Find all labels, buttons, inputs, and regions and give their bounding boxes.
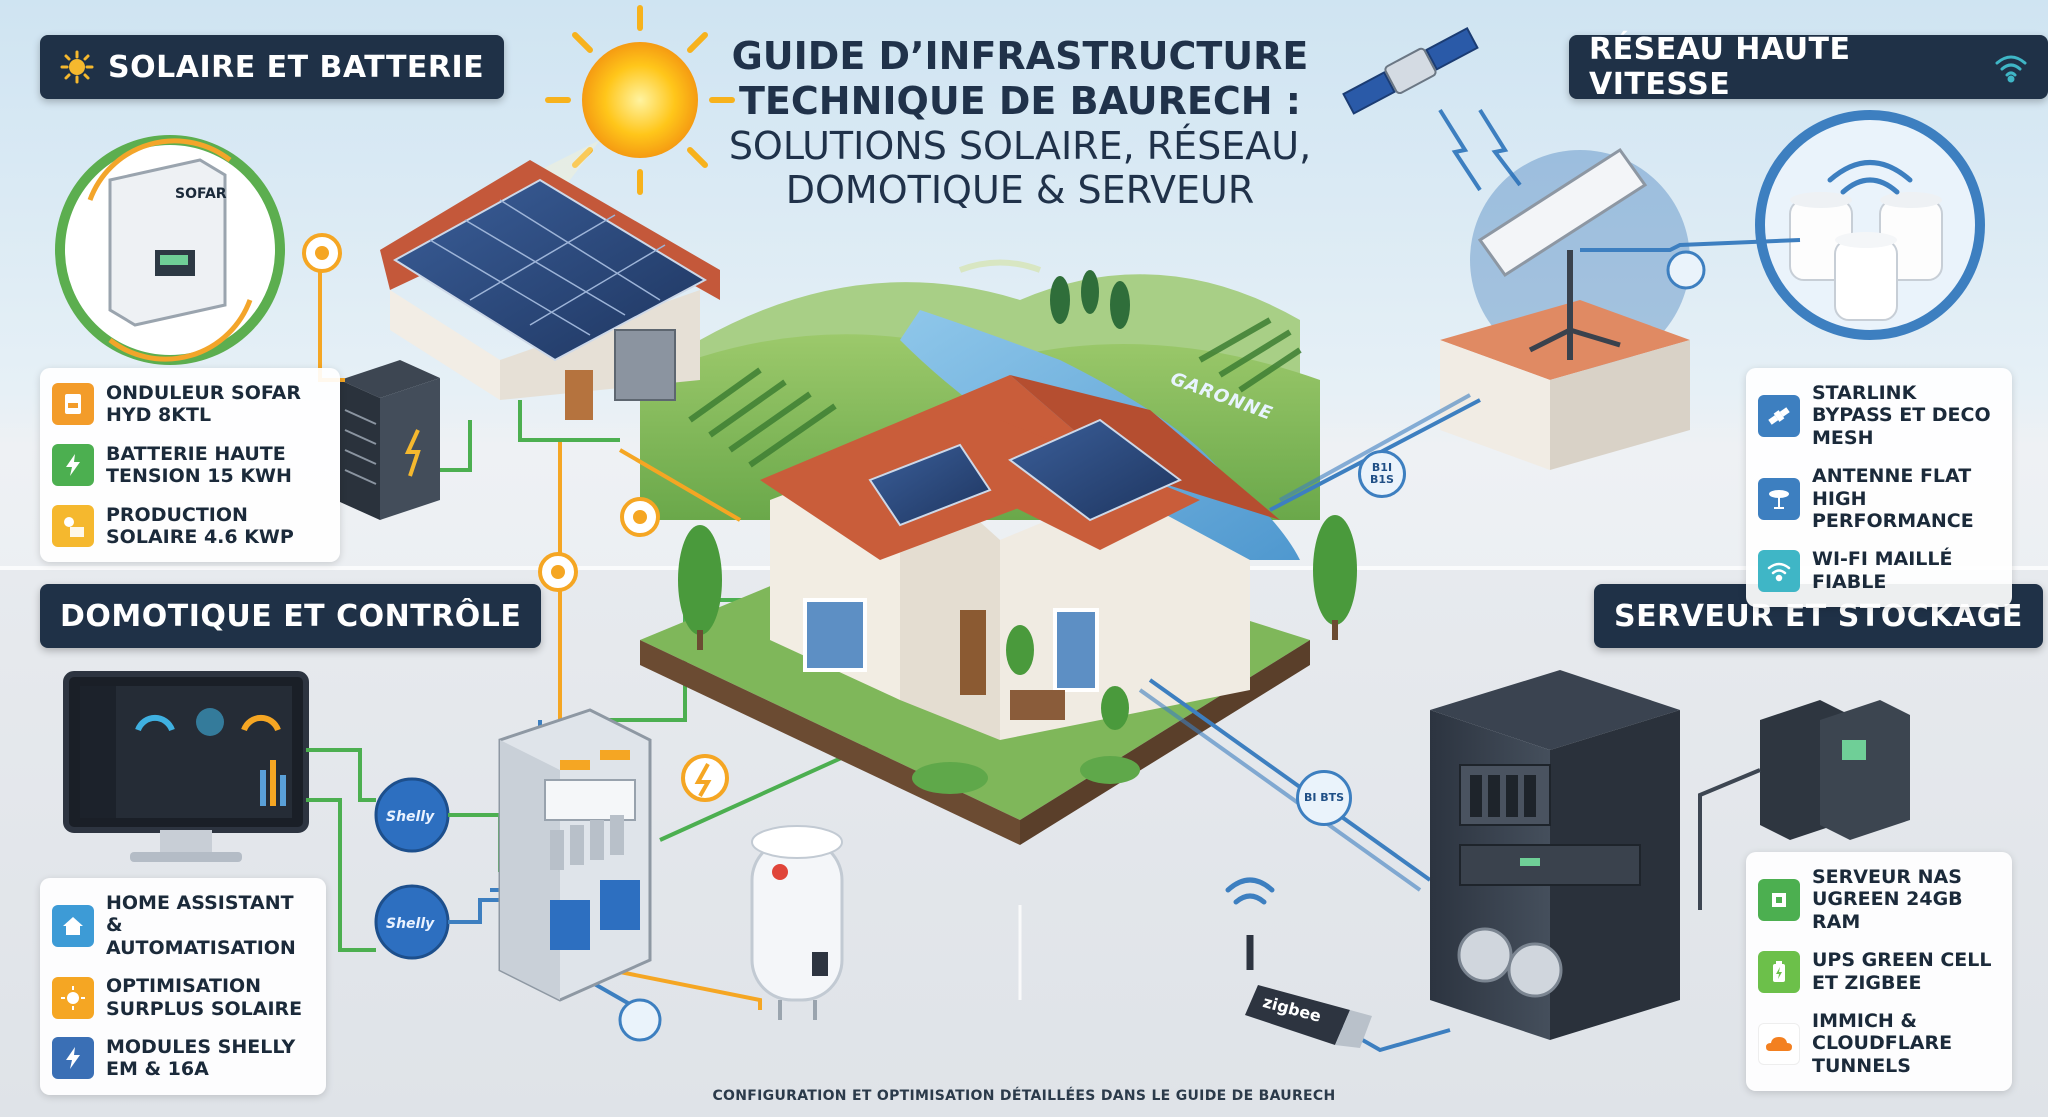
signal-zigzag xyxy=(1478,108,1522,187)
globe-icon xyxy=(1666,250,1706,290)
wifi-icon xyxy=(1994,50,2028,84)
sun-panel-icon xyxy=(52,505,94,548)
inverter-brand: SOFAR xyxy=(175,186,227,202)
shelly-label: Shelly xyxy=(386,809,435,825)
network-card: STARLINK BYPASS ET DECO MESH ANTENNE FLA… xyxy=(1746,368,2012,608)
home-lines xyxy=(306,748,530,952)
list-item: UPS GREEN CELL ET ZIGBEE xyxy=(1758,949,2000,994)
section-title-network: RÉSEAU HAUTE VITESSE xyxy=(1569,32,2048,102)
footer-note: CONFIGURATION ET OPTIMISATION DÉTAILLÉES… xyxy=(712,1088,1336,1104)
antenna-icon xyxy=(1758,477,1800,520)
list-item: ONDULEUR SOFAR HYD 8KTL xyxy=(52,382,328,427)
zigbee-dongle-icon xyxy=(1245,935,1372,1048)
list-item: STARLINK BYPASS ET DECO MESH xyxy=(1758,382,2000,449)
list-item: SERVEUR NAS UGREEN 24GB RAM xyxy=(1758,866,2000,933)
network-tag: B1I B1S xyxy=(1358,450,1406,498)
sun-node-icon xyxy=(302,233,660,592)
wifi-signal-icon xyxy=(1827,160,1913,195)
cloud-icon xyxy=(1758,1022,1800,1065)
sun-icon xyxy=(52,976,94,1019)
electrical-panel-icon xyxy=(498,708,652,1002)
list-item: ANTENNE FLAT HIGH PERFORMANCE xyxy=(1758,465,2000,532)
inverter-icon xyxy=(52,383,94,426)
home-assistant-monitor-icon xyxy=(63,671,309,862)
water-heater-icon xyxy=(750,825,844,1020)
list-item: PRODUCTION SOLAIRE 4.6 kWp xyxy=(52,504,328,549)
list-item: IMMICH & CLOUDFLARE TUNNELS xyxy=(1758,1010,2000,1077)
server-card: SERVEUR NAS UGREEN 24GB RAM UPS GREEN CE… xyxy=(1746,852,2012,1092)
section-title-solar: SOLAIRE ET BATTERIE xyxy=(40,35,505,99)
section-title-home: DOMOTIQUE ET CONTRÔLE xyxy=(40,584,542,648)
chip-icon xyxy=(1758,878,1800,921)
shelly-label: Shelly xyxy=(386,916,435,932)
shelly-module-icon xyxy=(374,777,450,960)
ups-unit-icon xyxy=(1760,700,1910,840)
antenna-backdrop xyxy=(1470,150,1690,370)
server-rack-icon xyxy=(1430,670,1680,1040)
satellite-icon xyxy=(1758,394,1800,437)
tree-icons xyxy=(678,515,1357,794)
list-item: WI-FI MAILLÉ FIABLE xyxy=(1758,548,2000,593)
battery-cabinet-icon xyxy=(340,360,440,520)
satellite-icon xyxy=(1342,26,1479,115)
wifi-icon xyxy=(1758,549,1800,592)
home-icon xyxy=(52,904,94,947)
home-card: HOME ASSISTANT & AUTOMATISATION OPTIMISA… xyxy=(40,878,326,1095)
zigbee-wifi-icon xyxy=(1225,877,1275,905)
bolt-icon xyxy=(52,1037,94,1080)
deco-mesh-units-icon xyxy=(1789,192,1943,321)
list-item: BATTERIE HAUTE TENSION 15 kWh xyxy=(52,443,328,488)
starlink-antenna-icon xyxy=(1477,147,1648,360)
network-platform xyxy=(1440,300,1690,470)
page-title: GUIDE D’INFRASTRUCTURE TECHNIQUE DE BAUR… xyxy=(728,34,1312,213)
solar-card: ONDULEUR SOFAR HYD 8KTL BATTERIE HAUTE T… xyxy=(40,368,340,563)
signal-zigzag xyxy=(1438,108,1482,192)
garage-building xyxy=(380,160,720,420)
battery-icon xyxy=(1758,950,1800,993)
bolt-icon xyxy=(52,444,94,487)
lightning-node-icon xyxy=(681,754,729,802)
network-link xyxy=(1580,238,1801,252)
network-tag: BI BTS xyxy=(1296,770,1352,826)
sofar-inverter-icon xyxy=(108,158,227,327)
tool-node-icon xyxy=(618,998,662,1042)
list-item: HOME ASSISTANT & AUTOMATISATION xyxy=(52,892,314,959)
list-item: MODULES SHELLY EM & 16A xyxy=(52,1036,314,1081)
sun-icon xyxy=(60,50,94,84)
sun-icon xyxy=(545,5,735,195)
list-item: OPTIMISATION SURPLUS SOLAIRE xyxy=(52,975,314,1020)
patio-table xyxy=(1010,690,1065,720)
main-house xyxy=(640,375,1310,845)
power-cable xyxy=(1698,768,1761,910)
